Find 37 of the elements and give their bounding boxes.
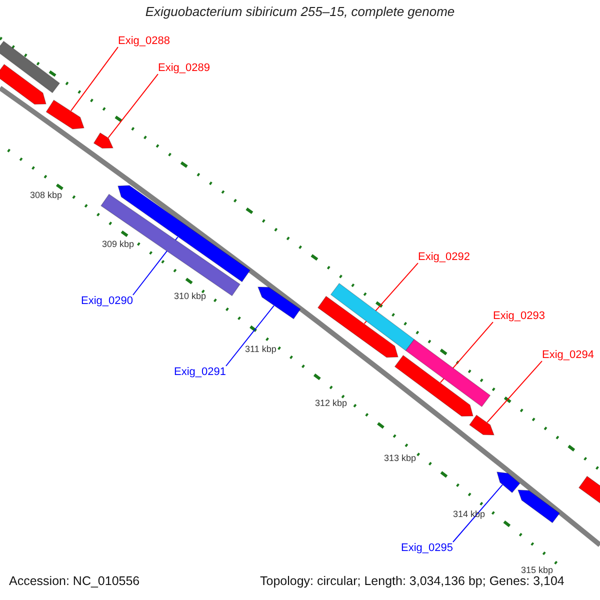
footer-text: Topology: circular; Length: 3,034,136 bp; Genes: 3,104 — [260, 575, 564, 589]
tick-label: 312 kbp — [315, 399, 348, 409]
tick-label: 308 kbp — [30, 191, 62, 201]
gene-label: Exig_0294 — [542, 349, 594, 362]
gene-feature — [0, 40, 60, 94]
leader-line — [486, 360, 542, 423]
tick-label: 310 kbp — [174, 292, 206, 302]
gene-label: Exig_0293 — [493, 310, 545, 322]
gene-feature — [518, 490, 560, 524]
gene-feature — [46, 100, 84, 130]
tick-label: 309 kbp — [102, 240, 134, 250]
gene-label: Exig_0289 — [158, 62, 210, 74]
gene-label: Exig_0290 — [81, 295, 133, 308]
gene-feature — [578, 476, 600, 504]
gene-feature — [257, 286, 301, 320]
gene-feature — [469, 414, 495, 436]
gene-feature — [93, 132, 114, 149]
gene-label: Exig_0288 — [118, 35, 170, 48]
footer-text: Accession: NC_010556 — [9, 575, 140, 589]
gene-label: Exig_0292 — [418, 251, 470, 264]
gene-feature — [496, 472, 520, 494]
tick-label: 313 kbp — [384, 454, 416, 464]
tick-label: 315 kbp — [521, 566, 554, 576]
gene-feature — [0, 64, 46, 105]
gene-feature — [405, 338, 491, 408]
gene-feature — [394, 354, 474, 417]
gene-feature — [317, 296, 398, 358]
gene-label: Exig_0295 — [401, 542, 453, 554]
title: Exiguobacterium sibiricum 255–15, complete genome — [144, 5, 456, 20]
gene-label: Exig_0291 — [174, 366, 226, 378]
tick-label: 311 kbp — [245, 345, 276, 355]
gene-feature — [330, 282, 415, 352]
leader-line — [226, 305, 274, 366]
leader-line — [452, 484, 503, 542]
gene-feature — [118, 185, 250, 282]
leader-line — [70, 46, 118, 112]
leader-line — [108, 74, 158, 138]
